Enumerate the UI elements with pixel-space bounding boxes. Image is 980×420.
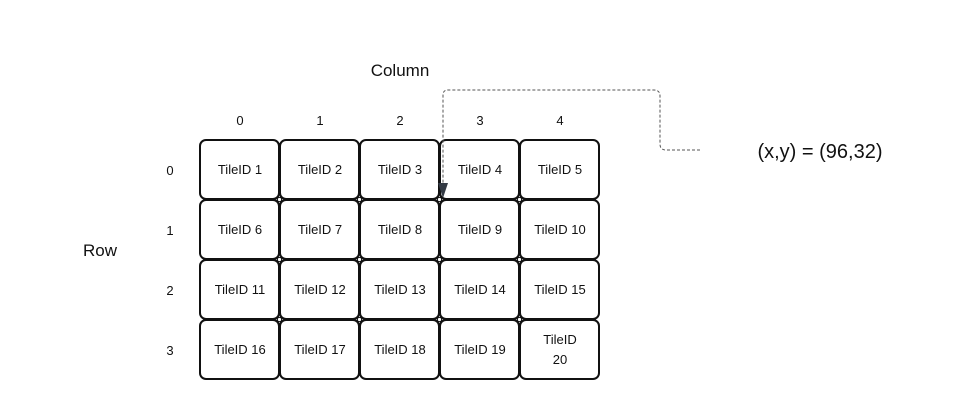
column-axis-title: Column — [371, 61, 430, 80]
tile-label: TileID 8 — [378, 222, 422, 237]
tile-label: TileID 2 — [298, 162, 342, 177]
tile-r0-c0: TileID 1 — [199, 139, 280, 200]
tile-box — [519, 319, 600, 380]
row-header-0: 0 — [166, 163, 173, 178]
tile-label: TileID 1 — [218, 162, 262, 177]
row-axis-title: Row — [83, 241, 118, 260]
tile-label: TileID 7 — [298, 222, 342, 237]
tile-label: TileID 17 — [294, 342, 346, 357]
tile-label: TileID 19 — [454, 342, 506, 357]
tile-r0-c2: TileID 3 — [359, 139, 440, 200]
tile-label: TileID 12 — [294, 282, 346, 297]
tile-label: TileID 13 — [374, 282, 426, 297]
tile-label: TileID 15 — [534, 282, 586, 297]
grid-junction — [356, 316, 363, 323]
tile-label: TileID 10 — [534, 222, 586, 237]
tile-label: TileID 11 — [215, 282, 266, 297]
grid-junction — [436, 196, 443, 203]
row-header-2: 2 — [166, 283, 173, 298]
tile-r3-c0: TileID 16 — [199, 319, 280, 380]
tile-r1-c3: TileID 9 — [439, 199, 520, 260]
row-headers: 0 1 2 3 — [166, 163, 173, 358]
grid-junction — [516, 316, 523, 323]
tile-label: TileID 16 — [214, 342, 266, 357]
grid-junction — [516, 196, 523, 203]
column-headers: 0 1 2 3 4 — [236, 113, 563, 128]
tile-r2-c3: TileID 14 — [439, 259, 520, 320]
tile-label: TileID 3 — [378, 162, 422, 177]
pointer-connector-line — [442, 89, 700, 186]
grid-junction — [276, 256, 283, 263]
row-header-3: 3 — [166, 343, 173, 358]
column-header-2: 2 — [396, 113, 403, 128]
tile-r0-c1: TileID 2 — [279, 139, 360, 200]
tile-r0-c3: TileID 4 — [439, 139, 520, 200]
tile-r2-c4: TileID 15 — [519, 259, 600, 320]
grid-junction — [436, 256, 443, 263]
tile-label: TileID 18 — [374, 342, 426, 357]
column-header-1: 1 — [316, 113, 323, 128]
coordinate-label: (x,y) = (96,32) — [757, 141, 882, 163]
pointer-arrow-icon — [438, 183, 448, 198]
grid-junction — [276, 316, 283, 323]
grid-junction — [516, 256, 523, 263]
grid-junctions — [276, 196, 523, 323]
tile-r1-c1: TileID 7 — [279, 199, 360, 260]
column-header-0: 0 — [236, 113, 243, 128]
tile-r3-c2: TileID 18 — [359, 319, 440, 380]
tile-label: TileID 9 — [458, 222, 502, 237]
grid-junction — [276, 196, 283, 203]
tile-grid: TileID 1 TileID 2 TileID 3 TileID 4 TileID 5… — [199, 139, 600, 380]
tile-r2-c0: TileID 11 — [199, 259, 280, 320]
tile-r1-c0: TileID 6 — [199, 199, 280, 260]
tile-label: TileID 6 — [218, 222, 262, 237]
grid-junction — [436, 316, 443, 323]
tile-label: TileID 14 — [454, 282, 506, 297]
column-header-4: 4 — [556, 113, 563, 128]
grid-junction — [356, 256, 363, 263]
tile-label: TileID 5 — [538, 162, 582, 177]
column-header-3: 3 — [476, 113, 483, 128]
tile-label: TileID 4 — [458, 162, 502, 177]
tile-r2-c1: TileID 12 — [279, 259, 360, 320]
tile-r3-c3: TileID 19 — [439, 319, 520, 380]
tile-r1-c4: TileID 10 — [519, 199, 600, 260]
row-header-1: 1 — [166, 223, 173, 238]
tile-r2-c2: TileID 13 — [359, 259, 440, 320]
tile-r1-c2: TileID 8 — [359, 199, 440, 260]
tile-r3-c1: TileID 17 — [279, 319, 360, 380]
grid-junction — [356, 196, 363, 203]
tile-r0-c4: TileID 5 — [519, 139, 600, 200]
